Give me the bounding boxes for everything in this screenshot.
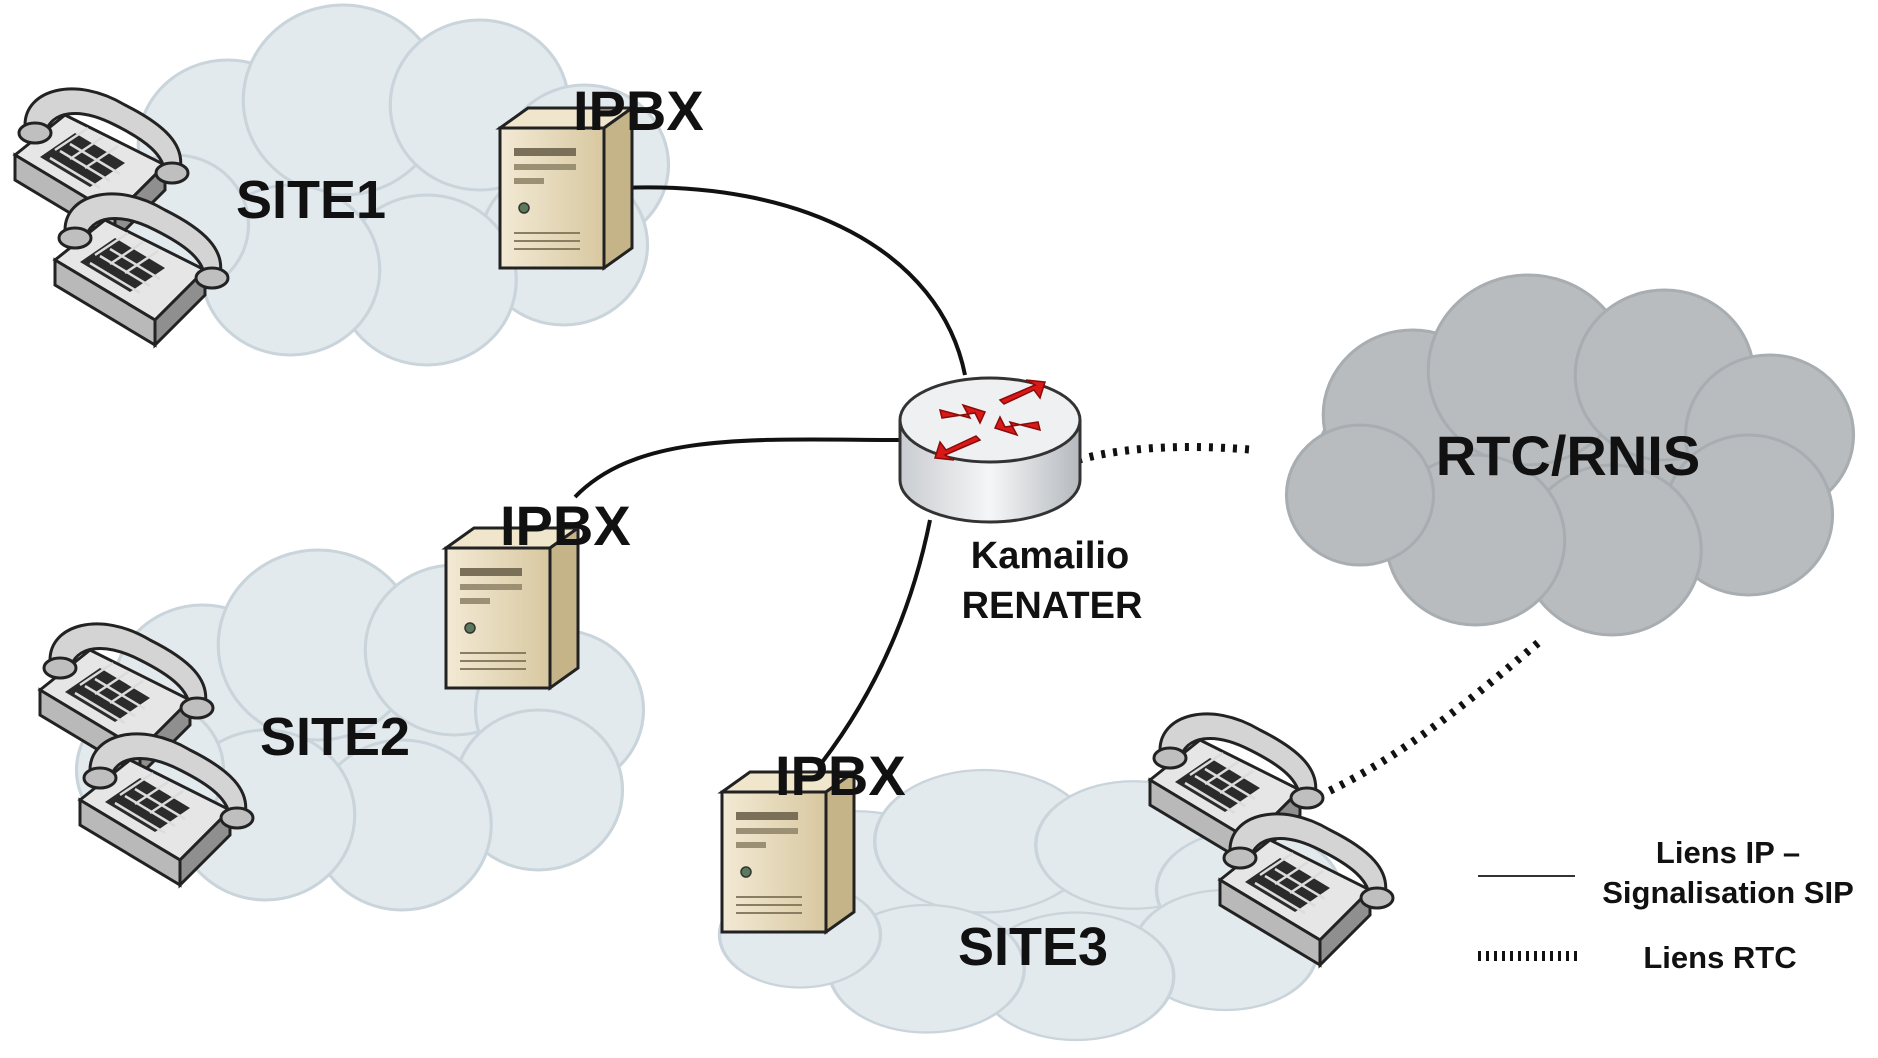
ip-links bbox=[573, 185, 967, 767]
router-label-line2: RENATER bbox=[962, 585, 1143, 627]
router-icon bbox=[898, 376, 1082, 524]
pstn-cloud-label: RTC/RNIS bbox=[1436, 424, 1700, 487]
ipbx-label-site3: IPBX bbox=[775, 744, 906, 807]
ipbx-label-site1: IPBX bbox=[573, 79, 704, 142]
router-label-line1: Kamailio bbox=[971, 535, 1129, 577]
site2-label: SITE2 bbox=[260, 707, 410, 767]
ip-link-site1 bbox=[619, 185, 967, 376]
rtc-link-site3 bbox=[1308, 639, 1541, 804]
rtc-link-router bbox=[1076, 443, 1256, 464]
ip-link-site2 bbox=[573, 437, 906, 499]
site3-label: SITE3 bbox=[958, 917, 1108, 977]
legend: Liens IP – Signalisation SIP Liens RTC bbox=[1478, 835, 1854, 975]
legend-ip-line2: Signalisation SIP bbox=[1602, 875, 1854, 910]
legend-ip-line1: Liens IP – bbox=[1656, 835, 1800, 870]
legend-rtc-label: Liens RTC bbox=[1643, 940, 1796, 975]
ipbx-label-site2: IPBX bbox=[500, 494, 631, 557]
rtc-links bbox=[1076, 443, 1541, 804]
site1-label: SITE1 bbox=[236, 170, 386, 230]
ip-link-site3 bbox=[818, 519, 932, 767]
